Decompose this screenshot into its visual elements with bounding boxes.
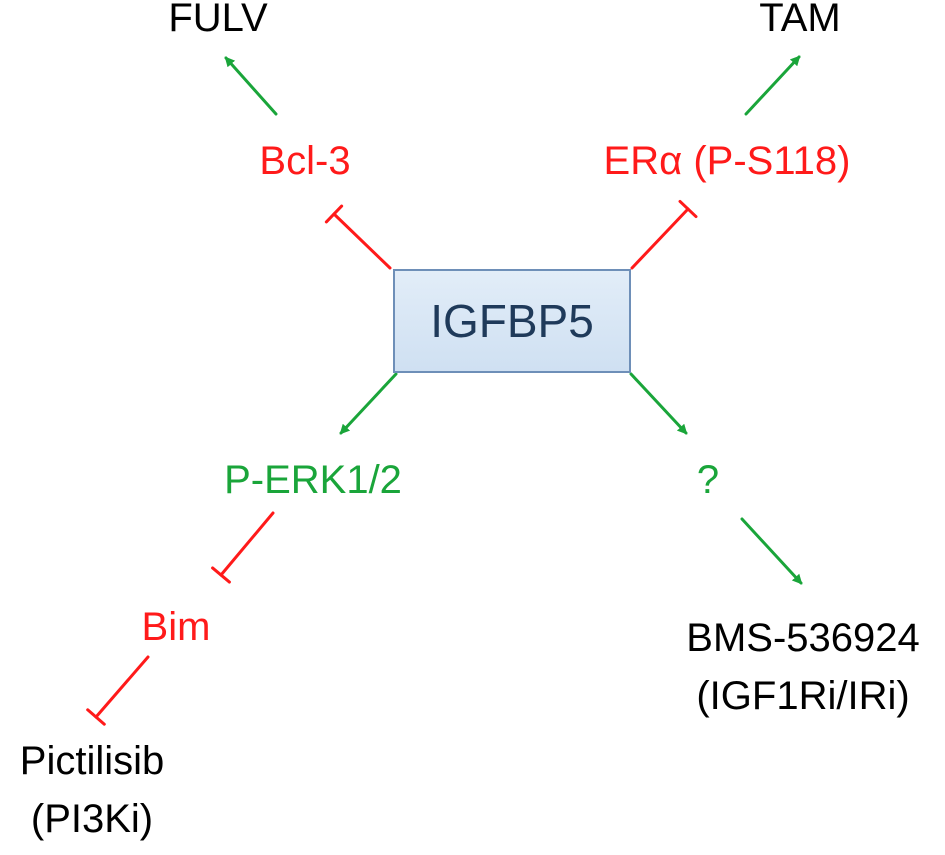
bms-class: (IGF1Ri/IRi) [696,674,910,718]
inhibition-bar [678,199,698,219]
hub-igfbp5: IGFBP5 [393,269,631,373]
node-pictilisib: Pictilisib (PI3Ki) [20,732,164,848]
edge-erps118-tam-arrow [744,55,801,116]
node-tam: TAM [759,0,841,40]
edge-layer [86,55,803,726]
edge-igfbp5-perk12-arrow [339,372,398,435]
edge-igfbp5--arrow [629,372,688,435]
edge-igfbp5-erps118-inhibit [630,199,698,270]
node-unknown: ? [696,458,720,502]
inhibition-bar [86,708,106,726]
inhibition-bar [211,566,231,584]
edge-bim-pictilisib-inhibit [86,655,150,726]
edge--bms536924-arrow [740,517,803,585]
hub-label: IGFBP5 [430,295,594,347]
pictilisib-name: Pictilisib [19,739,165,783]
node-fulv: FULV [168,0,268,40]
node-bms: BMS-536924 (IGF1Ri/IRi) [686,609,919,725]
node-bim: Bim [141,605,211,649]
edge-perk12-bim-inhibit [211,511,275,584]
inhibition-bar [324,204,344,224]
node-bcl3: Bcl-3 [259,139,351,183]
bms-name: BMS-536924 [686,616,920,660]
edge-igfbp5-bcl3-inhibit [324,204,392,270]
pictilisib-class: (PI3Ki) [30,797,154,841]
node-era: ERα (P-S118) [603,139,851,183]
node-perk: P-ERK1/2 [224,458,402,502]
edge-bcl3-fulv-arrow [224,56,278,116]
